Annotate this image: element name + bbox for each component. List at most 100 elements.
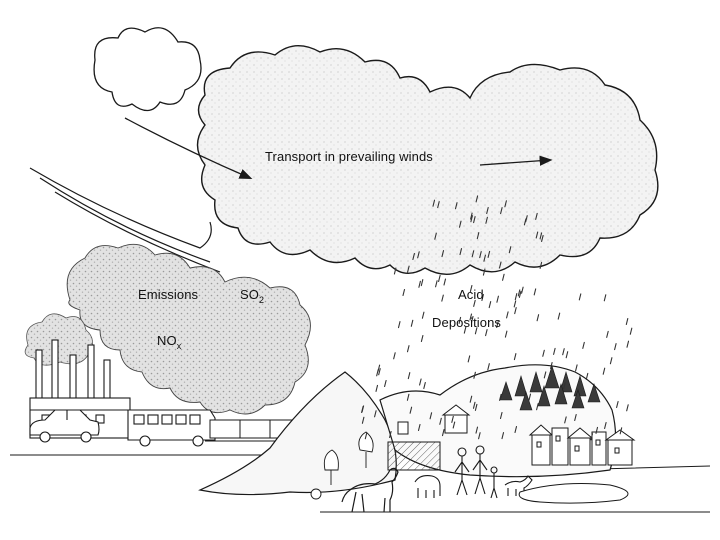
rain-drop: [459, 248, 463, 256]
rain-drop: [377, 364, 381, 372]
rain-drop: [469, 284, 473, 293]
rain-drop: [412, 252, 415, 261]
rain-drop: [393, 352, 396, 360]
rain-drop: [419, 378, 422, 386]
rain-drop: [500, 207, 503, 215]
rain-drop: [361, 405, 364, 414]
rain-drop: [496, 295, 499, 303]
rain-drop: [473, 371, 476, 379]
rain-drop: [539, 232, 543, 240]
dog: [504, 475, 533, 496]
rain-drop: [437, 201, 440, 209]
smoke-plume: [66, 243, 311, 415]
rain-drop: [470, 212, 473, 220]
rain-drop: [606, 330, 609, 338]
wind-arrow-curve-3: [54, 191, 221, 273]
rain-drop: [486, 206, 489, 215]
rain-drop: [501, 432, 505, 440]
rain-drop: [565, 351, 569, 359]
rain-drop: [562, 348, 565, 356]
horse: [341, 467, 399, 513]
rain-drop: [563, 382, 566, 390]
rain-drop: [543, 371, 547, 379]
rain-drop: [475, 195, 479, 203]
rain-drop: [364, 432, 368, 440]
rain-drop: [452, 421, 456, 429]
rain-drop: [502, 273, 505, 281]
rain-drop: [434, 232, 437, 240]
rain-drop: [564, 416, 567, 424]
rain-drop: [420, 334, 424, 343]
rain-drop: [487, 250, 491, 258]
rain-drop: [467, 355, 471, 363]
rain-drop: [542, 349, 545, 357]
wind-arrow-right: [479, 155, 553, 166]
rain-drop: [410, 319, 414, 327]
rain-drop: [474, 327, 478, 335]
rain-drop: [488, 301, 492, 309]
rain-drop: [441, 429, 445, 437]
rain-drop: [535, 231, 539, 239]
rain-drop: [470, 215, 473, 223]
rain-drop: [389, 430, 392, 439]
rain-drop: [475, 426, 479, 434]
rain-drop: [487, 363, 490, 371]
rain-drop: [528, 393, 532, 401]
depositions-label: Depositions: [432, 315, 502, 330]
rain-drop: [407, 265, 410, 273]
rain-drop: [536, 314, 540, 322]
rain-drop: [602, 367, 606, 375]
rain-drop: [474, 403, 478, 411]
rain-drop: [514, 307, 517, 315]
rain-drop: [506, 311, 509, 319]
rain-drop: [441, 294, 444, 302]
so2-label: SO2: [240, 287, 264, 305]
rain-drop: [384, 379, 387, 388]
town: [528, 424, 636, 466]
rain-drop: [469, 313, 473, 321]
lake: [518, 483, 629, 504]
rain-drop: [514, 425, 518, 434]
rain-drop: [590, 433, 594, 441]
rain-drop: [470, 315, 474, 324]
rain-drop: [539, 261, 543, 269]
wind-arrow-curve-1: [29, 167, 212, 249]
rain-drop: [496, 320, 499, 329]
acid-label: Acid: [458, 287, 484, 302]
rain-drop: [409, 406, 413, 414]
rain-drop: [454, 202, 458, 210]
rain-drop: [626, 404, 629, 412]
rain-drop: [473, 216, 476, 224]
rain-drop: [499, 411, 503, 420]
left-hill: [198, 371, 397, 496]
forest: [499, 365, 601, 411]
rain-drop: [429, 412, 433, 420]
rain-drop: [614, 343, 617, 351]
rain-drop: [479, 251, 482, 259]
rain-drop: [406, 345, 410, 353]
rain-drop: [533, 288, 537, 296]
rain-drop: [482, 268, 486, 276]
rain-drop: [417, 251, 420, 259]
rain-drop: [435, 280, 438, 288]
nox-label: NOx: [157, 333, 182, 351]
rain-drop: [483, 254, 486, 262]
rain-drop: [374, 410, 377, 418]
rain-drop: [523, 218, 527, 226]
rain-drop: [513, 353, 517, 361]
rain-drop: [476, 232, 480, 240]
rain-drop: [407, 372, 411, 380]
rain-drop: [499, 393, 502, 401]
rain-drop: [521, 286, 524, 294]
rain-drop: [574, 413, 577, 422]
rain-drop: [504, 330, 508, 338]
main-cloud: [196, 45, 659, 275]
so2-main: SO: [240, 287, 259, 302]
rain-drop: [513, 300, 517, 308]
rain-drop: [629, 327, 633, 335]
rain-drop: [518, 290, 522, 298]
rain-drop: [423, 381, 426, 390]
nox-subscript: x: [176, 341, 182, 351]
bus: [127, 409, 216, 447]
rain-drop: [471, 250, 475, 258]
